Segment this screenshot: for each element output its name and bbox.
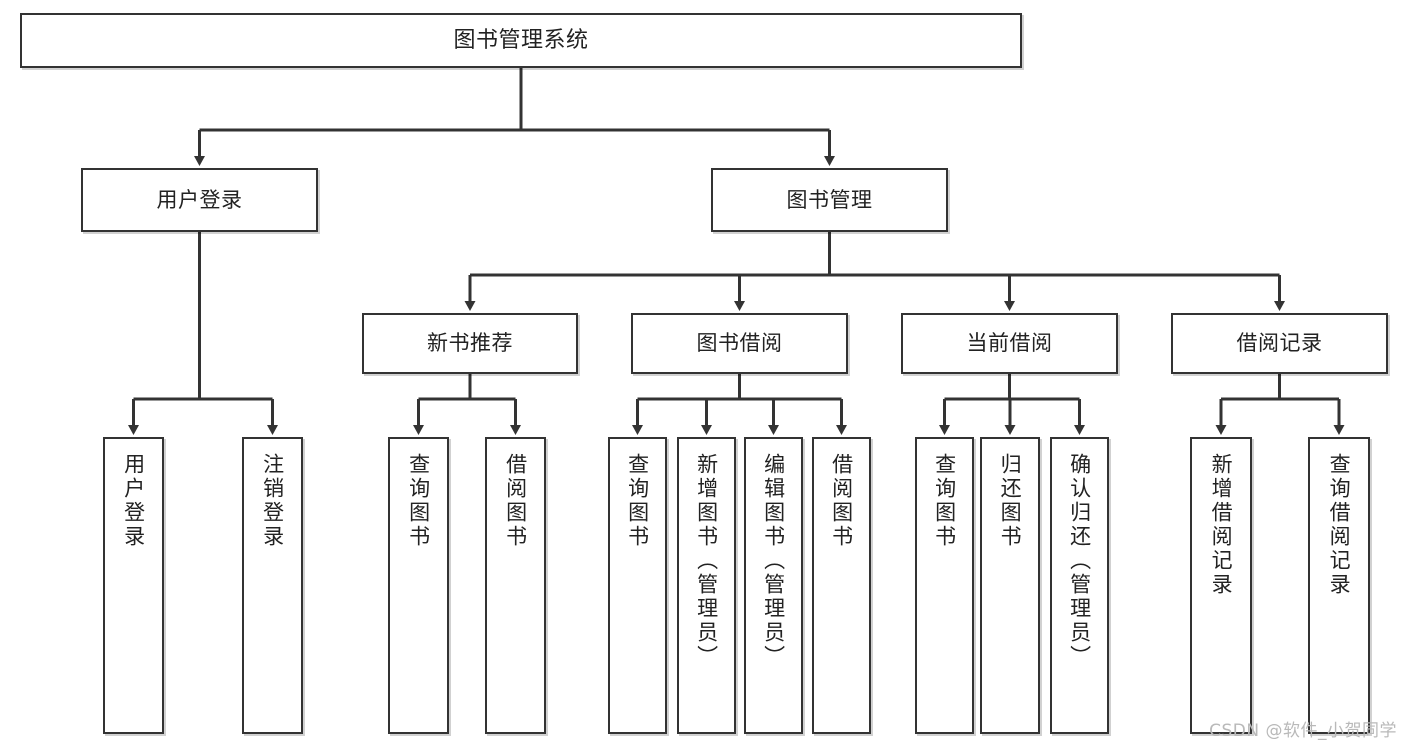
- node-leaf-user-login-label: 用户登录: [121, 453, 146, 549]
- node-root-system-label: 图书管理系统: [453, 27, 589, 53]
- node-leaf-confirm-return-label: 确认归还（管理员）: [1067, 453, 1092, 669]
- node-user-login-label: 用户登录: [156, 187, 243, 212]
- node-leaf-add-borrow-rec[interactable]: 新增借阅记录: [1190, 437, 1252, 734]
- watermark-text: CSDN @软件_小贺同学: [1209, 721, 1397, 741]
- node-leaf-logout-login[interactable]: 注销登录: [242, 437, 303, 734]
- node-leaf-add-borrow-rec-label: 新增借阅记录: [1209, 453, 1234, 597]
- node-leaf-user-login[interactable]: 用户登录: [103, 437, 164, 734]
- node-book-borrow[interactable]: 图书借阅: [631, 313, 848, 374]
- node-leaf-return-book-label: 归还图书: [998, 453, 1023, 549]
- node-leaf-confirm-return[interactable]: 确认归还（管理员）: [1050, 437, 1109, 734]
- node-leaf-borrow-book-2[interactable]: 借阅图书: [812, 437, 871, 734]
- node-new-book-rec[interactable]: 新书推荐: [362, 313, 578, 374]
- node-leaf-borrow-book-1[interactable]: 借阅图书: [485, 437, 546, 734]
- node-new-book-rec-label: 新书推荐: [427, 331, 513, 356]
- node-borrow-record[interactable]: 借阅记录: [1171, 313, 1388, 374]
- node-leaf-edit-book-admin[interactable]: 编辑图书（管理员）: [744, 437, 803, 734]
- node-borrow-record-label: 借阅记录: [1236, 331, 1323, 356]
- node-leaf-add-book-admin[interactable]: 新增图书（管理员）: [677, 437, 736, 734]
- node-leaf-query-borrow-rec[interactable]: 查询借阅记录: [1308, 437, 1370, 734]
- node-root-system[interactable]: 图书管理系统: [20, 13, 1022, 68]
- node-leaf-query-book-3-label: 查询图书: [932, 453, 957, 549]
- node-current-borrow[interactable]: 当前借阅: [901, 313, 1118, 374]
- node-book-manage[interactable]: 图书管理: [711, 168, 948, 232]
- node-leaf-edit-book-admin-label: 编辑图书（管理员）: [761, 453, 786, 669]
- node-leaf-logout-login-label: 注销登录: [260, 453, 285, 549]
- node-leaf-query-book-1-label: 查询图书: [406, 453, 431, 549]
- node-leaf-query-book-2-label: 查询图书: [625, 453, 650, 549]
- node-leaf-borrow-book-1-label: 借阅图书: [503, 453, 528, 549]
- node-book-borrow-label: 图书借阅: [696, 331, 783, 356]
- node-leaf-query-borrow-rec-label: 查询借阅记录: [1327, 453, 1352, 597]
- node-leaf-add-book-admin-label: 新增图书（管理员）: [694, 453, 719, 669]
- node-leaf-query-book-3[interactable]: 查询图书: [915, 437, 974, 734]
- node-leaf-return-book[interactable]: 归还图书: [980, 437, 1040, 734]
- node-leaf-borrow-book-2-label: 借阅图书: [829, 453, 854, 549]
- node-leaf-query-book-2[interactable]: 查询图书: [608, 437, 667, 734]
- node-book-manage-label: 图书管理: [786, 187, 873, 212]
- node-leaf-query-book-1[interactable]: 查询图书: [388, 437, 449, 734]
- node-current-borrow-label: 当前借阅: [966, 331, 1053, 356]
- node-user-login[interactable]: 用户登录: [81, 168, 318, 232]
